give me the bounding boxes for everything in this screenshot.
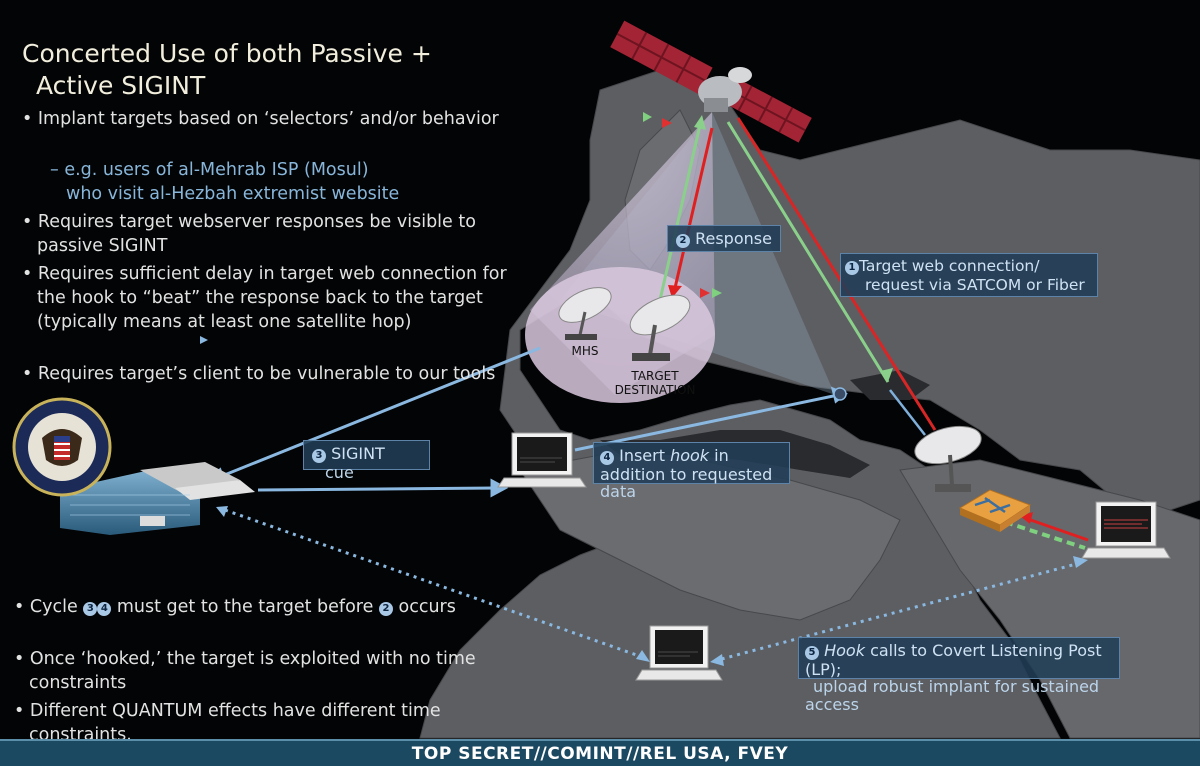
callout-upload-implant: upload robust implant for sustained acce… xyxy=(805,677,1100,714)
sub-bullet-line-2: who visit al-Hezbah extremist website xyxy=(66,184,400,204)
sub-bullet-example: – e.g. users of al-Mehrab ISP (Mosul) wh… xyxy=(50,158,480,206)
step-4-badge: 4 xyxy=(97,602,112,616)
dotted-arrows xyxy=(224,508,1081,662)
dish-target-destination xyxy=(629,294,691,361)
laptop-middle xyxy=(497,432,587,488)
step-2-badge: 2 xyxy=(378,602,393,616)
bullet-sufficient-delay: • Requires sufficient delay in target we… xyxy=(22,264,507,332)
slide-title: Concerted Use of both Passive + Active S… xyxy=(22,38,432,102)
bullet-client-vulnerable: • Requires target’s client to be vulnera… xyxy=(22,364,496,384)
laptop-lp xyxy=(635,625,723,681)
dashed-router-to-target xyxy=(1004,520,1086,550)
dotted-target-to-lp xyxy=(717,561,1081,662)
triangle-red-mid xyxy=(700,288,710,298)
step-3-badge: 3 xyxy=(83,602,98,616)
nsa-seal-icon xyxy=(12,397,112,497)
arrow-red-sat-to-dish xyxy=(736,117,937,431)
dish-mhs xyxy=(558,287,612,340)
link-arrows xyxy=(658,115,937,436)
arrow-laptop-to-target-region xyxy=(574,393,839,452)
callout-insert-hook-data: data xyxy=(600,482,637,501)
relay-marker xyxy=(833,387,847,401)
dotted-nsa-to-lp xyxy=(224,508,646,660)
sub-bullet-line-1: – e.g. users of al-Mehrab ISP (Mosul) xyxy=(50,160,369,180)
bullet-implant-targets: • Implant targets based on ‘selectors’ a… xyxy=(22,109,499,129)
classification-banner: TOP SECRET//COMINT//REL USA, FVEY xyxy=(0,739,1200,766)
callout-hook-calls-lp: 5 Hook calls to Covert Listening Post (L… xyxy=(798,637,1120,679)
laptop-target xyxy=(1081,501,1171,559)
callout-sigint-cue: 3 SIGINT xyxy=(303,440,430,470)
callout-insert-hook: 4 Insert hook in addition to requested xyxy=(593,442,790,484)
router-icon xyxy=(958,489,1032,532)
arrow-red-router-to-target xyxy=(1024,516,1089,542)
satellite xyxy=(610,20,812,143)
label-target-destination: TARGET DESTINATION xyxy=(614,369,696,397)
title-line-1: Concerted Use of both Passive + xyxy=(22,39,432,68)
bullet-once-hooked: • Once ‘hooked,’ the target is exploited… xyxy=(14,649,476,693)
arrow-green-sat-to-target xyxy=(726,121,890,383)
arrow-green-station-to-sat xyxy=(658,124,702,301)
triangle-red-left xyxy=(662,118,672,128)
nsa-building xyxy=(60,462,255,535)
arrow-nsa-to-laptop xyxy=(257,486,496,492)
dish-target-side xyxy=(914,425,982,492)
bullet-webserver-responses: • Requires target webserver responses be… xyxy=(22,212,476,256)
triangle-blue-small xyxy=(200,336,208,344)
arrow-blue-to-dish xyxy=(889,389,926,436)
callout-sigint-cue-word: cue xyxy=(325,463,354,482)
title-line-2: Active SIGINT xyxy=(36,71,206,100)
triangle-green-left xyxy=(643,112,652,122)
arrow-red-sat-to-station xyxy=(673,127,714,289)
callout-response: 2 Response xyxy=(667,225,781,252)
label-mhs: MHS xyxy=(571,344,599,358)
triangle-green-mid xyxy=(712,288,722,298)
arrow-station-to-nsa xyxy=(211,346,541,482)
